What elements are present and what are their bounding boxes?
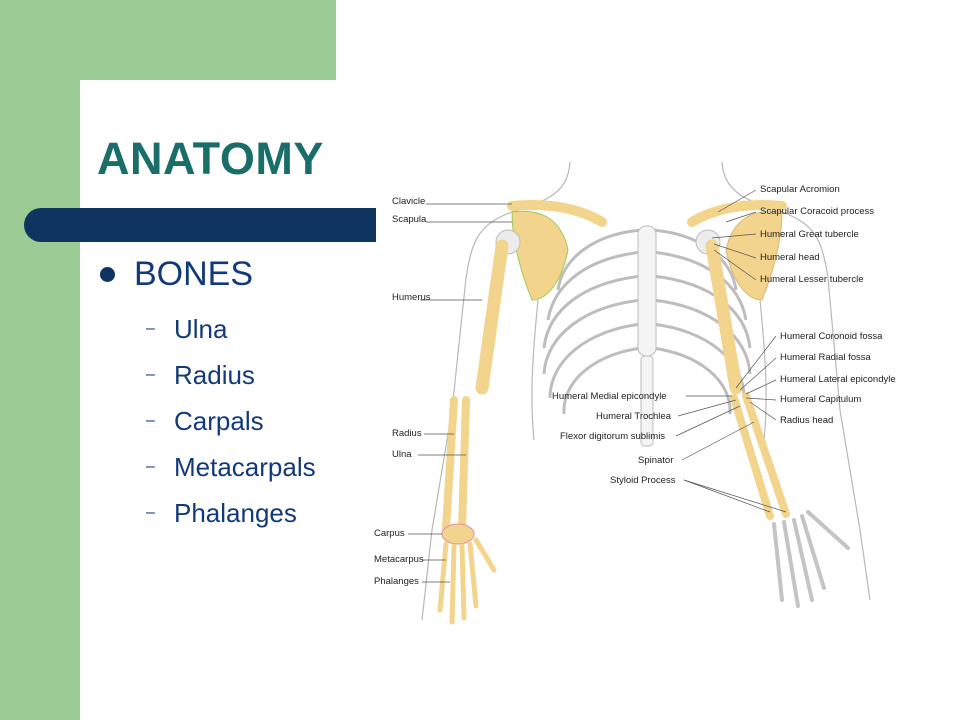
label-ulna: Ulna bbox=[392, 449, 412, 460]
hand-left bbox=[437, 537, 497, 625]
label-radius-head: Radius head bbox=[780, 415, 833, 426]
sub-item-text: Radius bbox=[174, 359, 255, 390]
radius-right bbox=[730, 394, 774, 520]
sub-item: – Ulna bbox=[146, 306, 316, 352]
label-phalanges: Phalanges bbox=[374, 576, 419, 587]
scapula-right bbox=[725, 210, 783, 301]
bullet-dot-icon bbox=[100, 267, 115, 282]
ulna-right bbox=[742, 392, 790, 518]
clavicle-right bbox=[687, 199, 787, 227]
hand-right bbox=[772, 510, 850, 608]
label-flexor-digitorum-sublimis: Flexor digitorum sublimis bbox=[560, 431, 665, 442]
green-left-band bbox=[0, 0, 80, 720]
dash-icon: – bbox=[146, 458, 155, 475]
content-card bbox=[80, 80, 960, 720]
label-humeral-head: Humeral head bbox=[760, 252, 820, 263]
sub-item: – Phalanges bbox=[146, 490, 316, 536]
bullet-bones: BONES bbox=[100, 255, 316, 294]
title-underline-bar bbox=[24, 208, 376, 242]
label-clavicle: Clavicle bbox=[392, 196, 425, 207]
label-spinator: Spinator bbox=[638, 455, 673, 466]
label-humerus: Humerus bbox=[392, 292, 431, 303]
label-humeral-medial-epicondyle: Humeral Medial epicondyle bbox=[552, 391, 667, 402]
label-humeral-lateral-epicondyle: Humeral Lateral epicondyle bbox=[780, 374, 896, 385]
sub-item-text: Phalanges bbox=[174, 497, 297, 528]
torso-sides bbox=[531, 299, 767, 441]
dash-icon: – bbox=[146, 412, 155, 429]
dash-icon: – bbox=[146, 320, 155, 337]
sub-item: – Carpals bbox=[146, 398, 316, 444]
label-humeral-trochlea: Humeral Trochlea bbox=[596, 411, 672, 422]
label-humeral-coronoid-fossa: Humeral Coronoid fossa bbox=[780, 331, 883, 342]
label-scapular-coracoid-process: Scapular Coracoid process bbox=[760, 206, 874, 217]
label-carpus: Carpus bbox=[374, 528, 405, 539]
dash-icon: – bbox=[146, 504, 155, 521]
carpus-left bbox=[441, 523, 475, 545]
body-outline bbox=[421, 161, 871, 621]
clavicle-left bbox=[507, 199, 607, 227]
sternum bbox=[637, 225, 657, 357]
skeleton-diagram: Clavicle Scapula Humerus Radius Ulna Car… bbox=[374, 161, 896, 625]
slide-title: ANATOMY bbox=[97, 133, 324, 184]
label-humeral-great-tubercle: Humeral Great tubercle bbox=[760, 229, 859, 240]
bullet-list: BONES – Ulna – Radius – Carpals – Metacarpal… bbox=[100, 255, 316, 536]
label-metacarpus: Metacarpus bbox=[374, 554, 424, 565]
ulna-left bbox=[458, 396, 470, 532]
label-scapular-acromion: Scapular Acromion bbox=[760, 184, 840, 195]
scapula-left bbox=[511, 210, 569, 301]
humerus-right bbox=[705, 239, 743, 395]
label-humeral-lesser-tubercle: Humeral Lesser tubercle bbox=[760, 274, 864, 285]
sub-bullet-list: – Ulna – Radius – Carpals – Metacarpals – Pha… bbox=[100, 306, 316, 536]
dash-icon: – bbox=[146, 366, 155, 383]
humerus-left bbox=[475, 239, 509, 395]
sub-item: – Radius bbox=[146, 352, 316, 398]
label-styloid-process: Styloid Process bbox=[610, 475, 676, 486]
label-humeral-capitulum: Humeral Capitulum bbox=[780, 394, 861, 405]
sub-item-text: Ulna bbox=[174, 313, 228, 344]
bullet-bones-text: BONES bbox=[134, 255, 254, 293]
sub-item-text: Carpals bbox=[174, 405, 264, 436]
sub-item: – Metacarpals bbox=[146, 444, 316, 490]
sub-item-text: Metacarpals bbox=[174, 451, 316, 482]
label-humeral-radial-fossa: Humeral Radial fossa bbox=[780, 352, 872, 363]
radius-left bbox=[442, 396, 458, 532]
green-top-band bbox=[80, 0, 336, 80]
label-scapula: Scapula bbox=[392, 214, 427, 225]
label-radius: Radius bbox=[392, 428, 422, 439]
spine bbox=[640, 355, 654, 447]
